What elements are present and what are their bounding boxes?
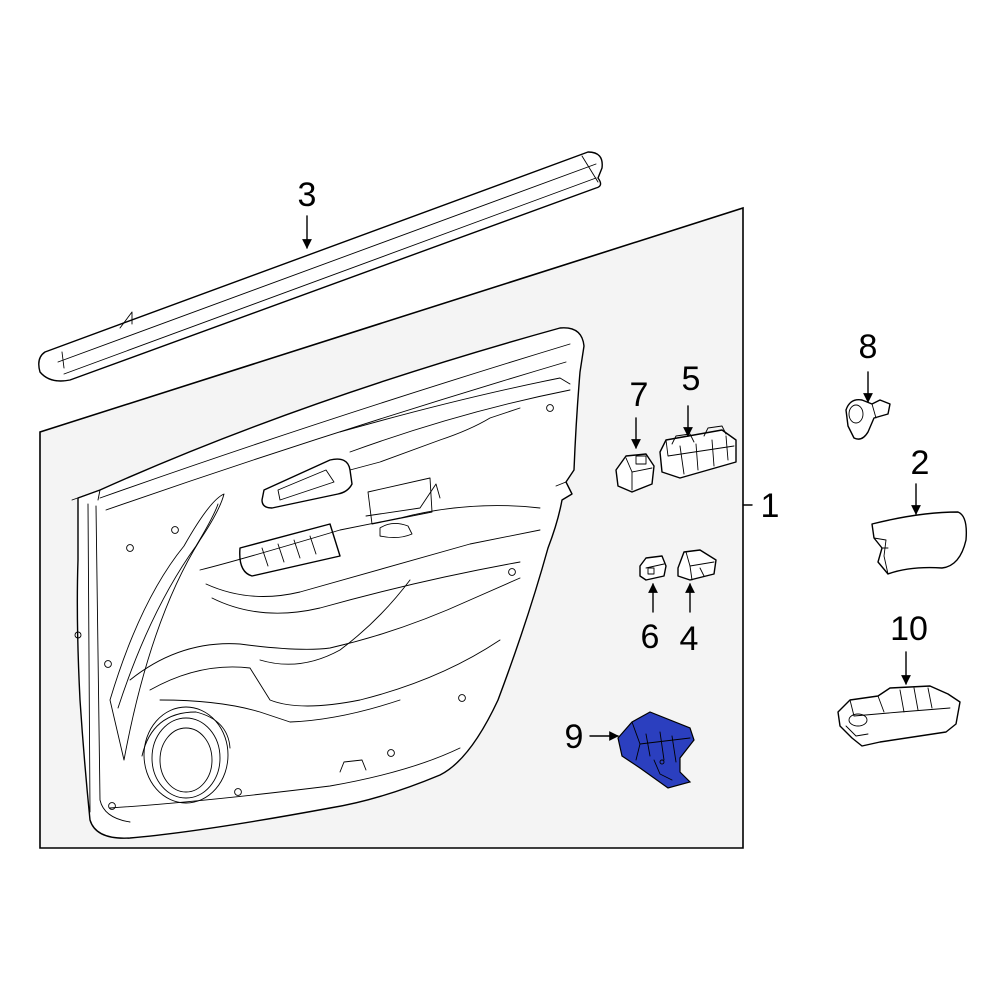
callout-1: 1 — [761, 487, 780, 525]
belt-weatherstrip-drawing — [38, 151, 603, 382]
callout-3: 3 — [298, 176, 317, 214]
switch-base-drawing — [837, 685, 961, 747]
callout-7: 7 — [630, 376, 649, 414]
lock-switch-drawing — [639, 555, 667, 581]
door-trim-panel-drawing — [71, 327, 585, 839]
callout-6: 6 — [641, 618, 660, 656]
window-switch-master-drawing — [659, 425, 737, 479]
callout-5: 5 — [682, 360, 701, 398]
clip-drawing — [845, 399, 891, 440]
callout-2: 2 — [911, 444, 930, 482]
switch-bezel-drawing — [617, 711, 695, 789]
window-switch-single-drawing — [615, 453, 655, 493]
armrest-cover-drawing — [871, 511, 968, 575]
callout-10: 10 — [890, 610, 928, 648]
callout-4: 4 — [680, 620, 699, 658]
mirror-switch-drawing — [677, 549, 717, 581]
callout-9: 9 — [565, 718, 584, 756]
callout-8: 8 — [859, 328, 878, 366]
